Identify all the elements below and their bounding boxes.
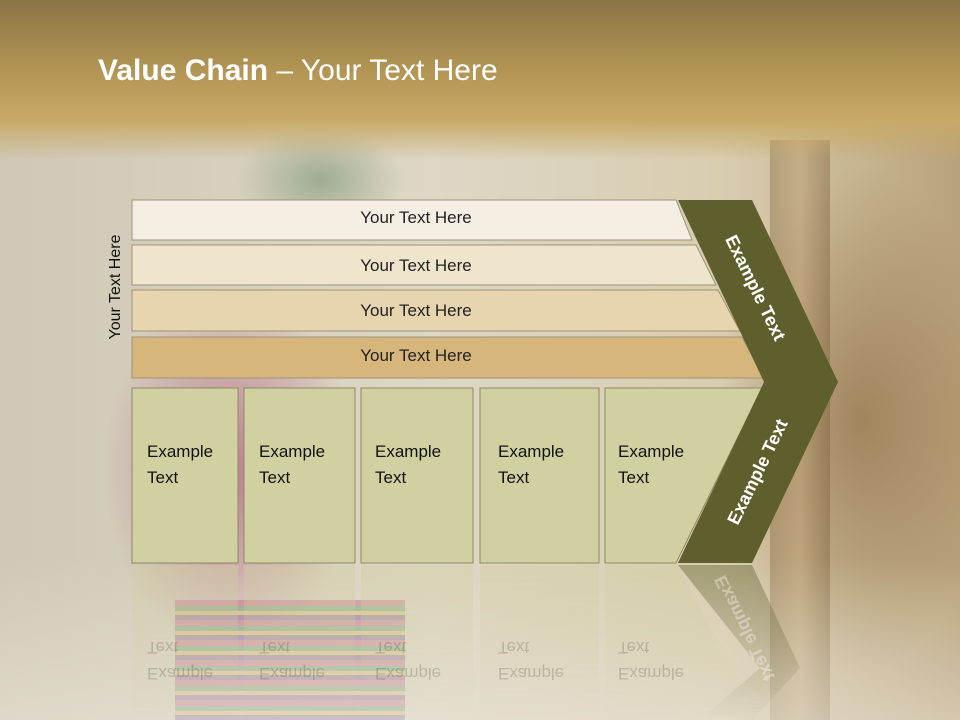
slide-title: Value Chain – Your Text Here (98, 54, 498, 88)
activity-box-2 (243, 387, 356, 564)
band-1-label: Your Text Here (360, 208, 472, 227)
reflection-text-5-line1: Example (618, 664, 685, 683)
activity-box-2-line1: Example (259, 442, 326, 461)
reflection-text-2: Example Text (259, 634, 349, 686)
activity-box-5-line1: Example (618, 442, 685, 461)
reflection-text-4-line2: Text (498, 638, 530, 657)
reflection-text-1: Example Text (147, 634, 237, 686)
reflection-text-1-line1: Example (147, 664, 214, 683)
reflection-text-1-line2: Text (147, 638, 179, 657)
activity-box-4-line2: Text (498, 468, 530, 487)
header-band (0, 0, 960, 160)
activity-box-1 (131, 387, 239, 564)
activity-box-4-line1: Example (498, 442, 565, 461)
reflection-text-2-line1: Example (259, 664, 326, 683)
reflection-box-2 (244, 565, 355, 720)
band-2 (131, 244, 717, 286)
activity-box-3 (360, 387, 474, 564)
activity-box-5-line2: Text (618, 468, 650, 487)
reflection-text-4: Example Text (498, 634, 588, 686)
slide-title-bold: Value Chain (98, 54, 269, 87)
reflection-text-3: Example Text (375, 634, 465, 686)
reflection-text-5-line2: Text (618, 638, 650, 657)
activity-box-2-line2: Text (259, 468, 291, 487)
band-1 (131, 199, 693, 241)
reflection-box-3 (361, 565, 473, 720)
activity-box-4 (479, 387, 600, 564)
margin-chevron (678, 200, 838, 563)
reflection-text-3-line2: Text (375, 638, 407, 657)
reflection-text-4-line1: Example (498, 664, 565, 683)
activity-box-3-line2: Text (375, 468, 407, 487)
slide-title-rest: – Your Text Here (268, 54, 498, 87)
reflection-box-4 (480, 565, 599, 720)
reflection-box-1 (132, 565, 238, 720)
reflection-text-5: Example Text (618, 634, 708, 686)
band-2-label: Your Text Here (360, 256, 472, 275)
activity-box-1-line1: Example (147, 442, 214, 461)
activity-box-5 (604, 387, 763, 564)
reflection-text-3-line1: Example (375, 664, 442, 683)
reflection-text-2-line2: Text (259, 638, 291, 657)
reflection-box-5 (605, 565, 762, 720)
band-3-label: Your Text Here (360, 301, 472, 320)
activity-box-3-line1: Example (375, 442, 442, 461)
reflection-chevron (678, 565, 800, 720)
band-4-label: Your Text Here (360, 346, 472, 365)
activity-box-1-line2: Text (147, 468, 179, 487)
diagram-reflection (132, 565, 800, 720)
